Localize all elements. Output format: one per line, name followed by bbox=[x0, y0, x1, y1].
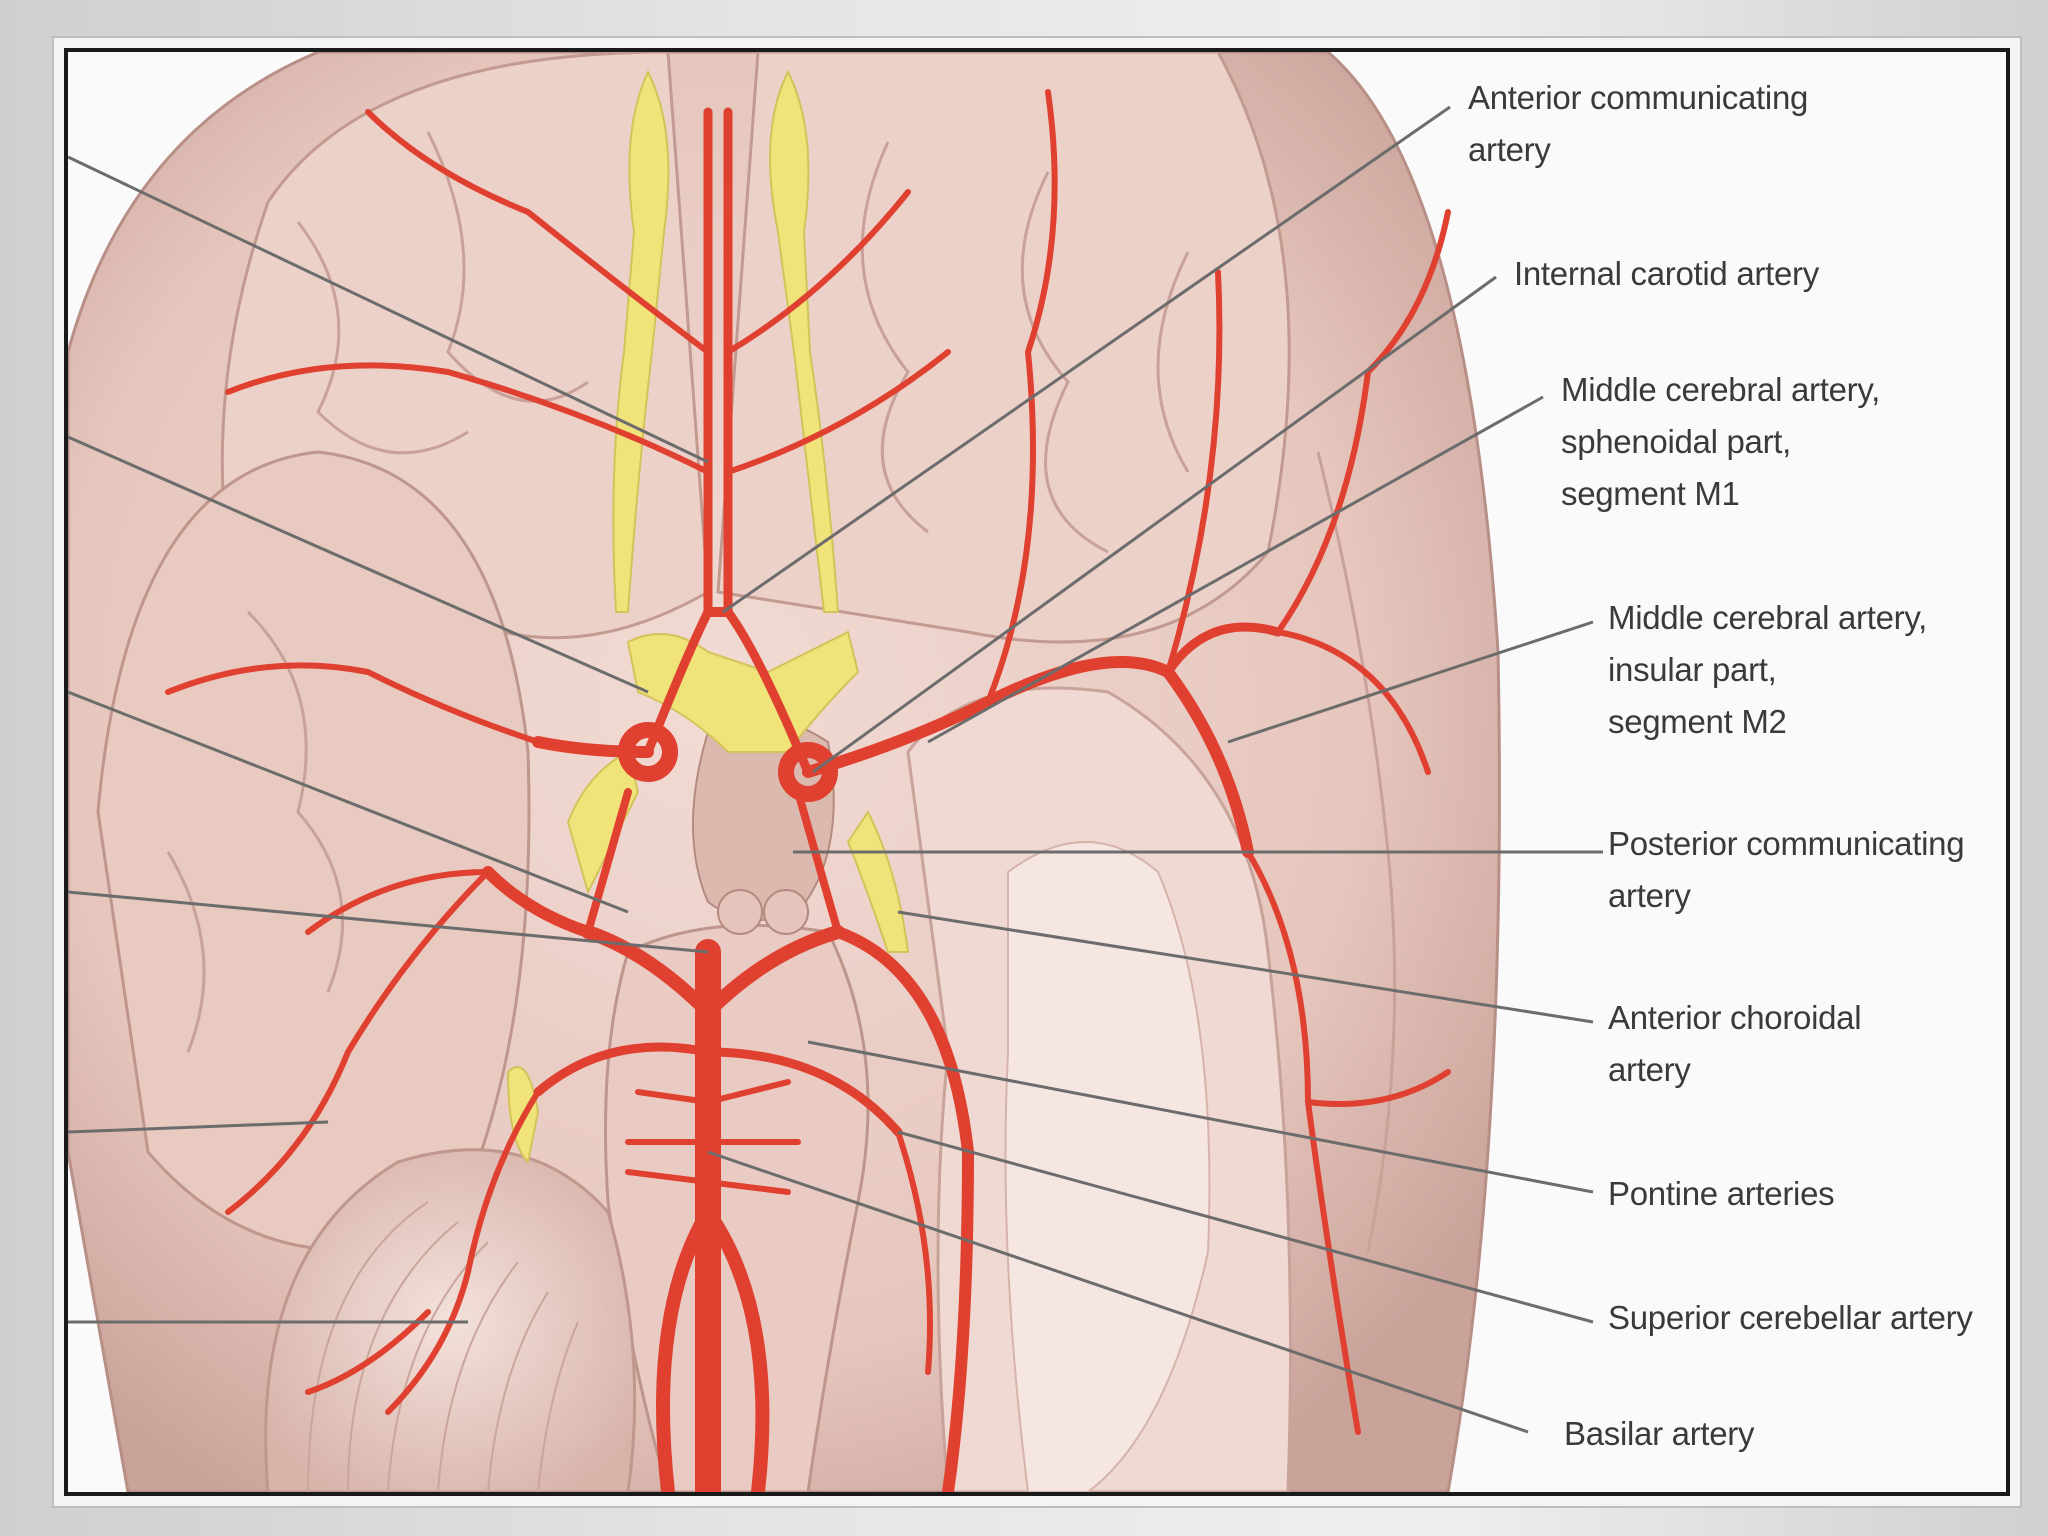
label-middle-cerebral-artery-m1: Middle cerebral artery, sphenoidal part,… bbox=[1561, 371, 1880, 512]
label-pontine-arteries: Pontine arteries bbox=[1608, 1175, 1835, 1212]
olfactory-and-optic bbox=[506, 69, 910, 1165]
arteries bbox=[165, 89, 1451, 1492]
label-superior-cerebellar-artery: Superior cerebellar artery bbox=[1608, 1299, 1973, 1336]
leader-lines bbox=[68, 105, 1603, 1434]
label-middle-cerebral-artery-m2: Middle cerebral artery, insular part, se… bbox=[1608, 599, 1927, 740]
label-posterior-communicating-artery: Posterior communicating artery bbox=[1608, 825, 1965, 914]
label-anterior-choroidal-artery: Anterior choroidal artery bbox=[1608, 999, 1862, 1088]
label-basilar-artery: Basilar artery bbox=[1564, 1415, 1755, 1452]
brain-illustration bbox=[68, 52, 1603, 1492]
diagram-frame: Anterior communicating artery Internal c… bbox=[64, 48, 2010, 1496]
label-internal-carotid-artery: Internal carotid artery bbox=[1514, 255, 1819, 292]
label-anterior-communicating-artery: Anterior communicating artery bbox=[1468, 79, 1809, 168]
